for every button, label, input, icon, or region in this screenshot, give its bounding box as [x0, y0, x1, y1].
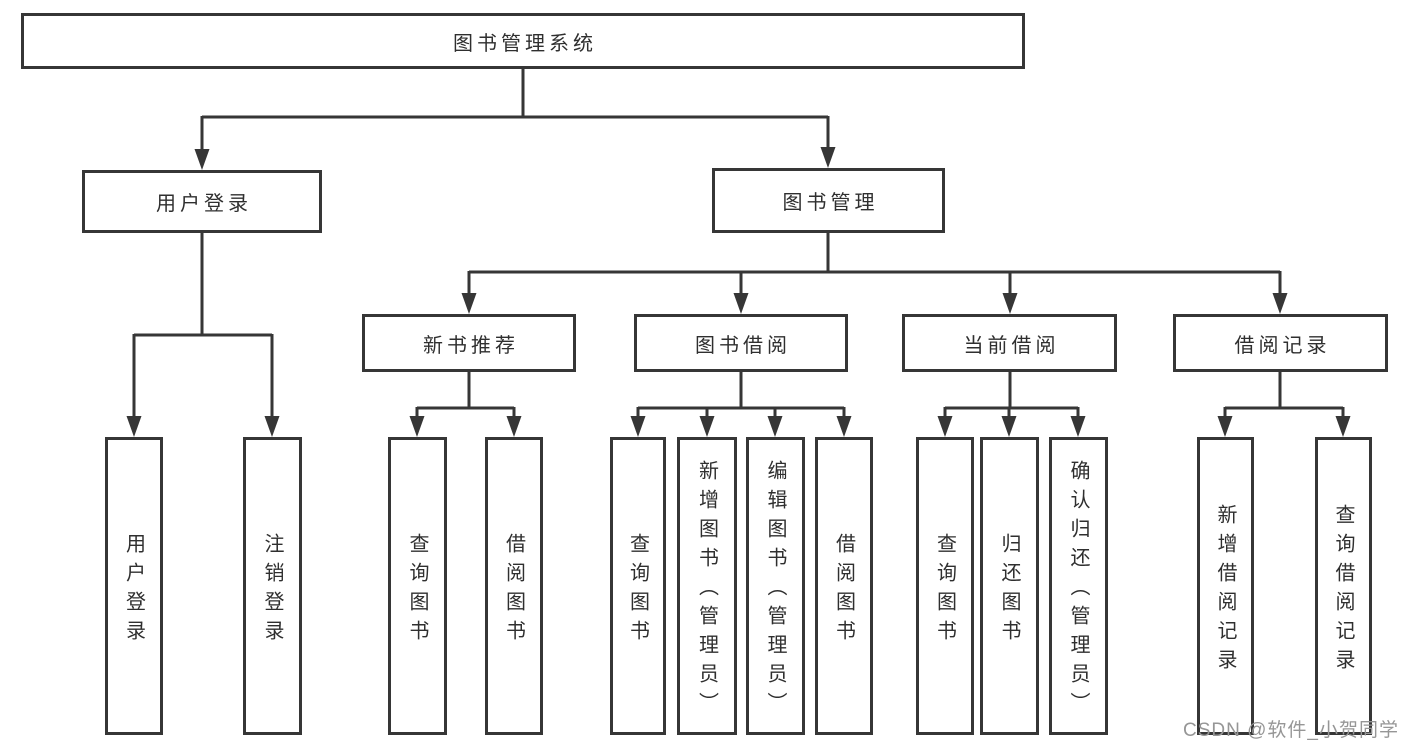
node-user-login: 用户登录: [82, 170, 322, 233]
leaf-confirm-return-admin: 确认归还（管理员）: [1049, 437, 1108, 735]
node-book-management-label: 图书管理: [782, 192, 879, 214]
node-new-book-recommend-label: 新书推荐: [423, 334, 519, 357]
leaf-return-book-label: 归还图书: [998, 532, 1020, 649]
leaf-query-books-current-label: 查询图书: [933, 532, 956, 649]
leaf-query-books-recommend: 查询图书: [388, 437, 447, 735]
leaf-confirm-return-admin-label: 确认归还（管理员）: [1067, 460, 1089, 721]
node-new-book-recommend: 新书推荐: [362, 314, 576, 372]
csdn-watermark: CSDN @软件_小贺同学: [1183, 720, 1399, 741]
leaf-query-borrow-record: 查询借阅记录: [1315, 437, 1372, 735]
leaf-add-borrow-record-label: 新增借阅记录: [1214, 503, 1236, 678]
leaf-add-book-admin: 新增图书（管理员）: [677, 437, 737, 735]
node-root-label: 图书管理系统: [453, 32, 597, 55]
node-user-login-label: 用户登录: [156, 193, 252, 215]
node-borrowing-records-label: 借阅记录: [1234, 334, 1331, 357]
node-root-system: 图书管理系统: [21, 13, 1025, 69]
leaf-add-borrow-record: 新增借阅记录: [1197, 437, 1254, 735]
leaf-edit-book-admin-label: 编辑图书（管理员）: [764, 460, 786, 721]
leaf-logout: 注销登录: [243, 437, 302, 735]
leaf-edit-book-admin: 编辑图书（管理员）: [746, 437, 805, 735]
node-book-borrowing-label: 图书借阅: [695, 334, 791, 357]
leaf-query-books-recommend-label: 查询图书: [406, 532, 428, 649]
leaf-query-books-current: 查询图书: [916, 437, 974, 735]
leaf-borrow-books-recommend: 借阅图书: [485, 437, 543, 735]
node-book-management: 图书管理: [712, 168, 945, 233]
leaf-return-book: 归还图书: [980, 437, 1039, 735]
node-book-borrowing: 图书借阅: [634, 314, 848, 372]
leaf-user-login: 用户登录: [105, 437, 163, 735]
node-current-borrowing: 当前借阅: [902, 314, 1117, 372]
leaf-query-books-borrow: 查询图书: [610, 437, 666, 735]
node-borrowing-records: 借阅记录: [1173, 314, 1388, 372]
leaf-query-books-borrow-label: 查询图书: [626, 532, 649, 649]
leaf-borrow-books: 借阅图书: [815, 437, 873, 735]
node-current-borrowing-label: 当前借阅: [963, 334, 1060, 357]
leaf-borrow-books-recommend-label: 借阅图书: [502, 532, 525, 649]
leaf-query-borrow-record-label: 查询借阅记录: [1332, 503, 1354, 678]
leaf-user-login-label: 用户登录: [122, 532, 145, 649]
leaf-borrow-books-label: 借阅图书: [832, 532, 855, 649]
leaf-add-book-admin-label: 新增图书（管理员）: [695, 460, 718, 721]
leaf-logout-label: 注销登录: [261, 532, 283, 649]
